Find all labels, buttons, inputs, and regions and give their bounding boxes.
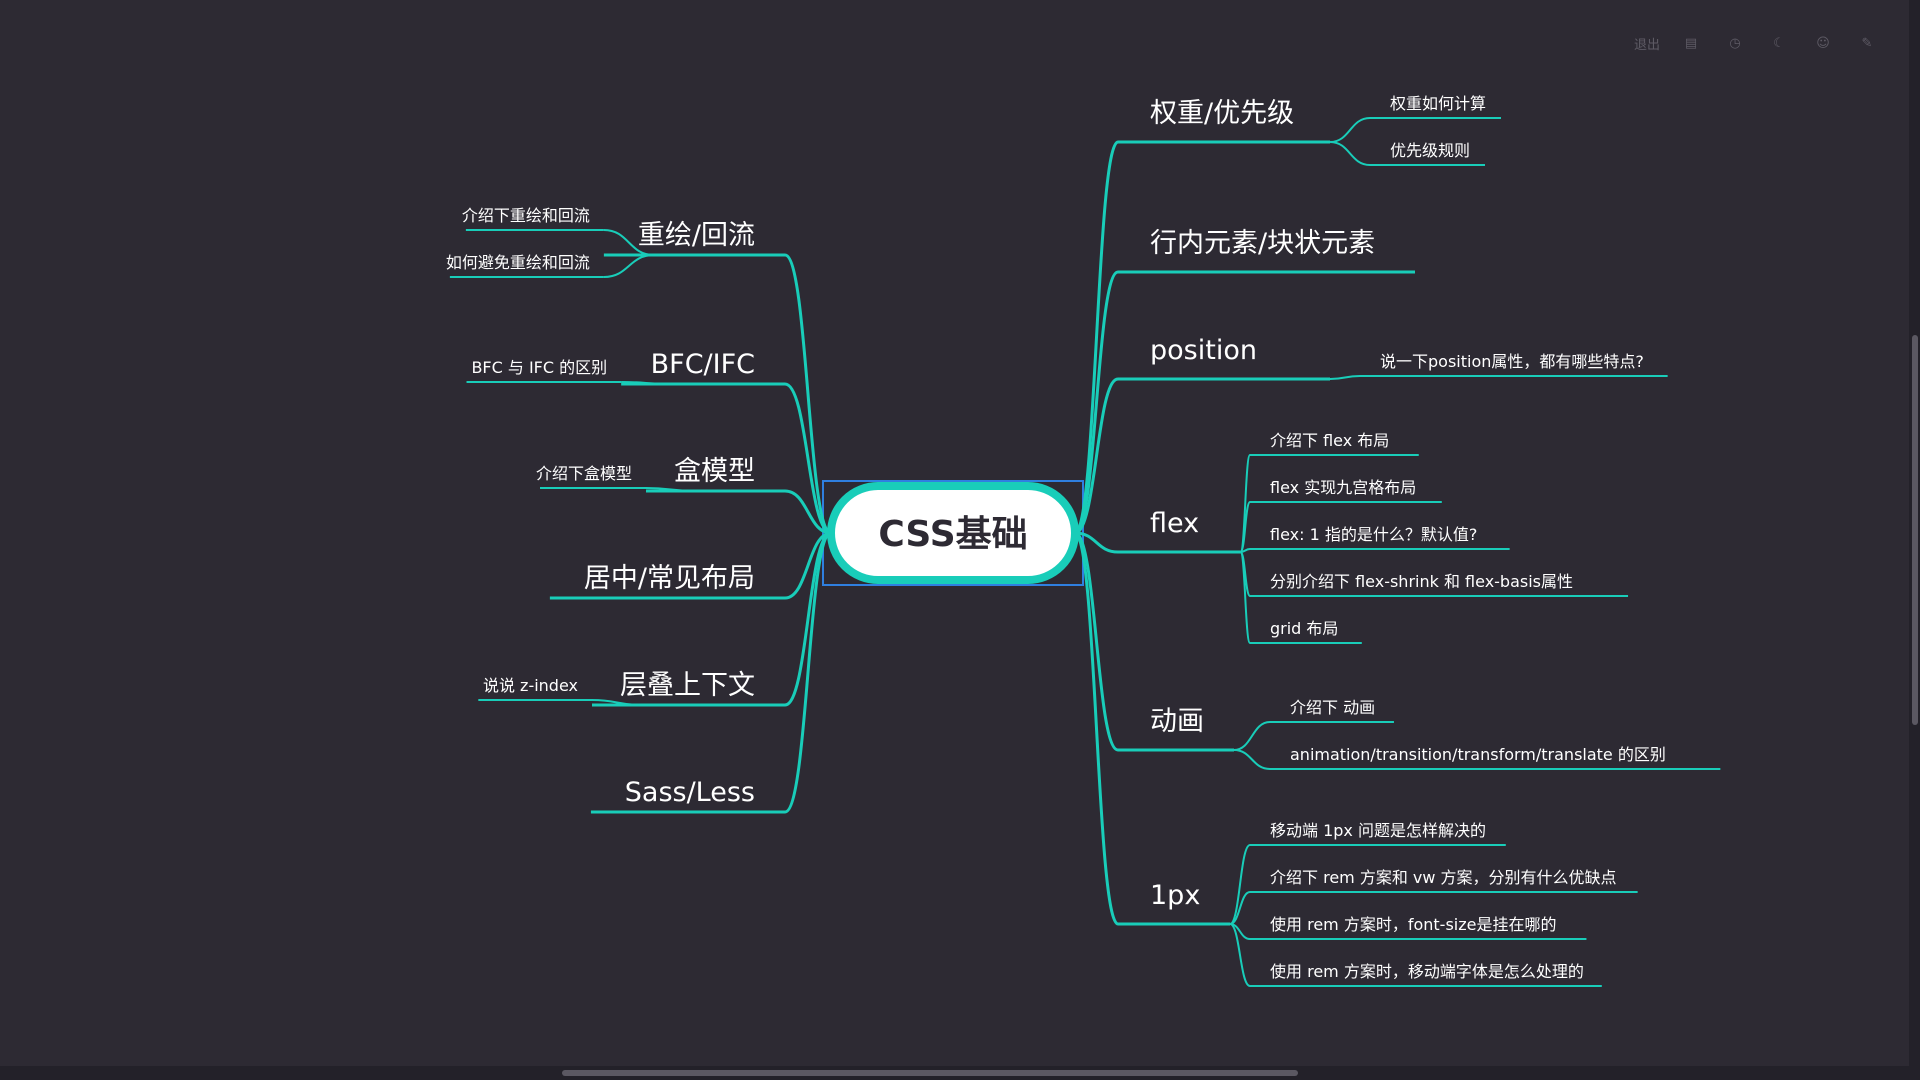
branch-line: [784, 489, 832, 535]
branch-line: [784, 531, 832, 814]
topic-label[interactable]: 权重/优先级: [1150, 98, 1294, 129]
subtopic-label[interactable]: 说一下position属性，都有哪些特点?: [1380, 352, 1644, 371]
child-branch: [603, 254, 654, 278]
topic-label[interactable]: 行内元素/块状元素: [1150, 228, 1375, 259]
topic-label[interactable]: 动画: [1150, 706, 1204, 737]
theme-button[interactable]: ☾: [1766, 30, 1792, 56]
subtopic-label[interactable]: 权重如何计算: [1390, 94, 1486, 113]
child-branch: [591, 699, 643, 706]
child-branch: [603, 229, 654, 256]
horizontal-scrollbar-thumb[interactable]: [562, 1070, 1298, 1076]
exit-button[interactable]: 退出: [1634, 30, 1660, 56]
vertical-scrollbar-thumb[interactable]: [1912, 335, 1918, 725]
child-branch: [1229, 923, 1251, 987]
horizontal-scrollbar[interactable]: [0, 1066, 1920, 1080]
subtopic-label[interactable]: flex: 1 指的是什么？默认值?: [1270, 525, 1477, 544]
branch-line: [1074, 531, 1119, 554]
child-branch: [1239, 501, 1251, 553]
child-branch: [1330, 117, 1371, 143]
theme-icon: ☾: [1773, 35, 1785, 51]
subtopic-label[interactable]: grid 布局: [1270, 619, 1338, 638]
subtopic-label[interactable]: 介绍下 flex 布局: [1270, 431, 1389, 450]
emoji-button[interactable]: ☺: [1810, 30, 1836, 56]
pin-button[interactable]: ✎: [1854, 30, 1880, 56]
child-branch: [1229, 891, 1251, 925]
child-branch: [1239, 551, 1251, 644]
branch-line: [1074, 377, 1119, 535]
subtopic-label[interactable]: 使用 rem 方案时，移动端字体是怎么处理的: [1270, 962, 1584, 981]
vertical-scrollbar[interactable]: [1909, 0, 1920, 1066]
history-icon: ◷: [1729, 35, 1741, 51]
subtopic-label[interactable]: animation/transition/transform/translate…: [1290, 745, 1666, 764]
subtopic-label[interactable]: 分别介绍下 flex-shrink 和 flex-basis属性: [1270, 572, 1573, 591]
subtopic-label[interactable]: 说说 z-index: [483, 676, 578, 695]
top-toolbar: 退出 ▤ ◷ ☾ ☺ ✎: [1634, 30, 1880, 56]
outline-icon: ▤: [1684, 35, 1698, 51]
topic-label[interactable]: 层叠上下文: [620, 670, 755, 701]
branch-line: [1074, 531, 1119, 752]
topic-label[interactable]: 1px: [1150, 880, 1200, 911]
subtopic-label[interactable]: 介绍下重绘和回流: [462, 206, 590, 225]
branch-line: [784, 253, 832, 535]
subtopic-label[interactable]: 如何避免重绘和回流: [446, 253, 590, 272]
subtopic-label[interactable]: flex 实现九宫格布局: [1270, 478, 1416, 497]
history-button[interactable]: ◷: [1722, 30, 1748, 56]
outline-button[interactable]: ▤: [1678, 30, 1704, 56]
subtopic-label[interactable]: 介绍下 动画: [1290, 698, 1375, 717]
child-branch: [1329, 375, 1361, 380]
topic-label[interactable]: 居中/常见布局: [584, 563, 755, 594]
child-branch: [621, 381, 672, 385]
subtopic-label[interactable]: 移动端 1px 问题是怎样解决的: [1270, 821, 1486, 840]
branch-line: [1074, 270, 1119, 535]
subtopic-label[interactable]: 介绍下盒模型: [536, 464, 632, 483]
subtopic-label[interactable]: BFC 与 IFC 的区别: [471, 358, 607, 377]
pin-icon: ✎: [1861, 35, 1873, 51]
subtopic-label[interactable]: 优先级规则: [1390, 141, 1470, 160]
topic-label[interactable]: 盒模型: [674, 456, 755, 487]
toolbar-label: 退出: [1633, 37, 1660, 53]
child-branch: [1229, 844, 1251, 925]
branch-line: [784, 382, 832, 535]
topic-label[interactable]: position: [1150, 335, 1257, 366]
emoji-icon: ☺: [1816, 35, 1830, 51]
root-label[interactable]: CSS基础: [878, 514, 1027, 555]
topic-label[interactable]: BFC/IFC: [651, 349, 755, 380]
child-branch: [1330, 141, 1371, 166]
branch-line: [784, 531, 832, 600]
topic-label[interactable]: flex: [1150, 508, 1199, 539]
subtopic-label[interactable]: 使用 rem 方案时，font-size是挂在哪的: [1270, 915, 1556, 934]
child-branch: [1233, 721, 1271, 751]
child-branch: [645, 487, 697, 492]
subtopic-label[interactable]: 介绍下 rem 方案和 vw 方案，分别有什么优缺点: [1270, 868, 1617, 887]
child-branch: [1233, 749, 1271, 770]
branch-line: [784, 531, 832, 707]
topic-label[interactable]: 重绘/回流: [638, 220, 755, 251]
branch-line: [1073, 140, 1120, 535]
branch-line: [1073, 531, 1120, 926]
topic-label[interactable]: Sass/Less: [625, 777, 755, 808]
